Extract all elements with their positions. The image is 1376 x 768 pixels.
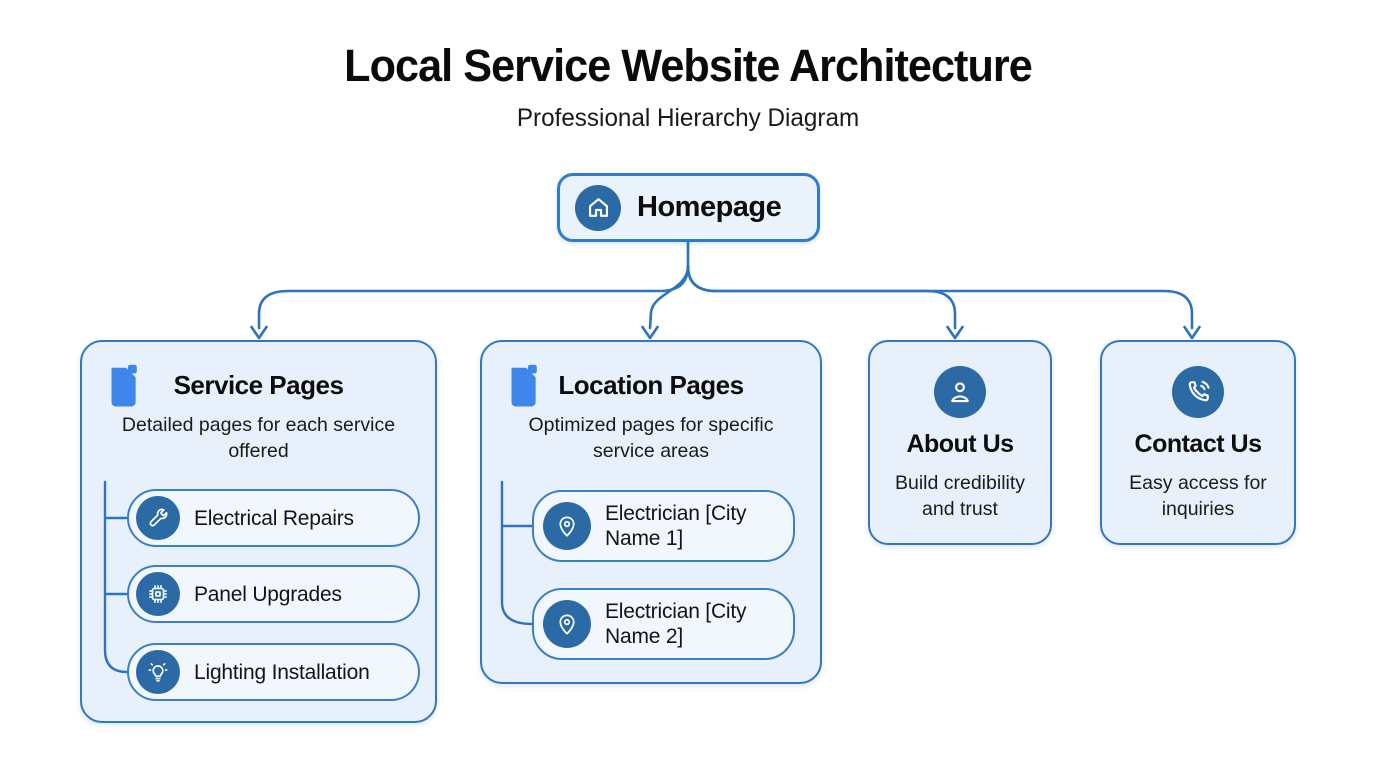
node-electrician-city-2: Electrician [City Name 2] [532, 588, 795, 660]
node-about-us: About Us Build credibility and trust [868, 340, 1052, 545]
node-homepage-label: Homepage [637, 191, 782, 223]
node-service-pages: Service Pages Detailed pages for each se… [80, 340, 437, 723]
electrician-city-2-label: Electrician [City Name 2] [605, 600, 747, 648]
phone-icon [1172, 366, 1224, 418]
service-pages-description: Detailed pages for each service offered [121, 414, 396, 462]
location-pages-title: Location Pages [558, 370, 744, 400]
node-electrical-repairs: Electrical Repairs [127, 489, 420, 547]
lightbulb-icon [136, 650, 180, 694]
location-pages-description: Optimized pages for specific service are… [528, 414, 774, 462]
about-us-title: About Us [906, 430, 1014, 458]
user-icon [934, 366, 986, 418]
electrician-city-1-label: Electrician [City Name 1] [605, 502, 747, 550]
page-title: Local Service Website Architecture [344, 40, 1033, 91]
node-contact-us: Contact Us Easy access for inquiries [1100, 340, 1296, 545]
about-us-description: Build credibility and trust [894, 472, 1026, 520]
home-icon [575, 184, 621, 231]
node-electrician-city-1: Electrician [City Name 1] [532, 490, 795, 562]
document-icon [500, 362, 546, 410]
page-subtitle: Professional Hierarchy Diagram [516, 104, 860, 132]
node-location-pages: Location Pages Optimized pages for speci… [480, 340, 822, 684]
lighting-installation-label: Lighting Installation [194, 660, 370, 684]
node-panel-upgrades: Panel Upgrades [127, 565, 420, 623]
panel-upgrades-label: Panel Upgrades [194, 582, 342, 606]
electrical-repairs-label: Electrical Repairs [194, 506, 354, 530]
chip-icon [136, 572, 180, 616]
contact-us-title: Contact Us [1134, 430, 1262, 458]
contact-us-description: Easy access for inquiries [1129, 472, 1267, 520]
wrench-icon [136, 496, 180, 540]
document-icon [100, 362, 146, 410]
map-pin-icon [543, 502, 591, 550]
node-lighting-installation: Lighting Installation [127, 643, 420, 701]
service-pages-title: Service Pages [173, 370, 344, 400]
node-homepage: Homepage [557, 173, 820, 242]
map-pin-icon [543, 600, 591, 648]
